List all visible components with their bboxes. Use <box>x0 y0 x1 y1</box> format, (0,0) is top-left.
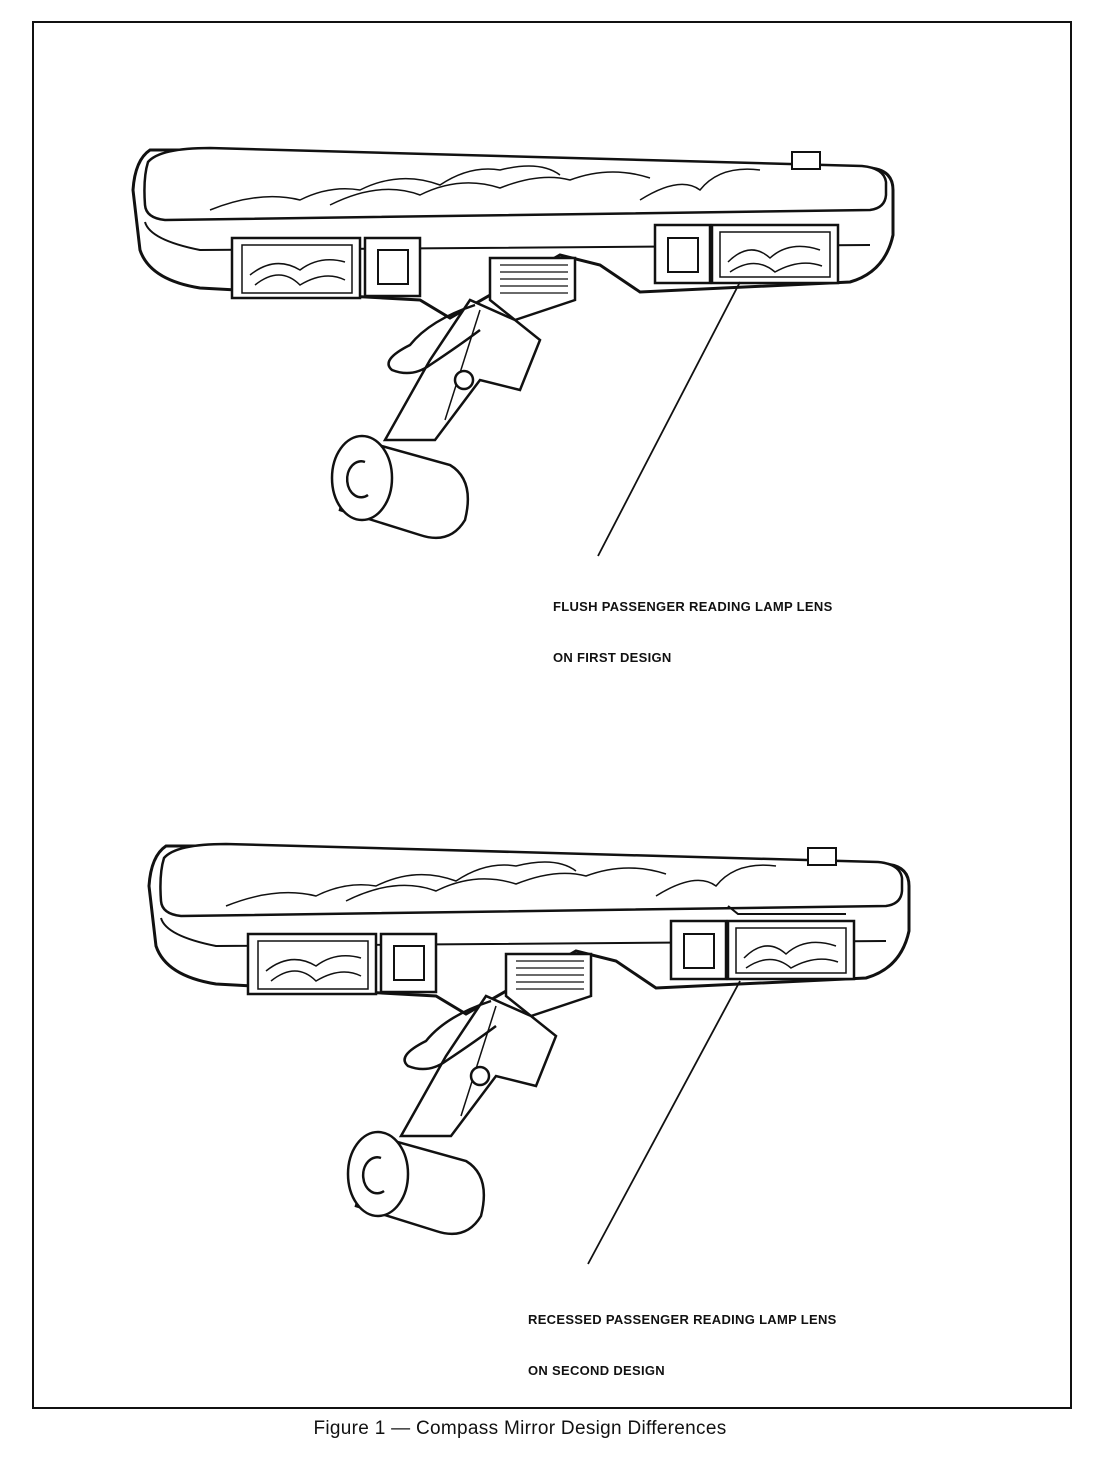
callout-second-design-line2: ON SECOND DESIGN <box>528 1363 665 1378</box>
callout-leader-2 <box>587 980 741 1265</box>
mirror-first-design <box>131 146 895 557</box>
figure-frame <box>32 21 1072 1409</box>
figure-caption: Figure 1 — Compass Mirror Design Differe… <box>313 1418 727 1439</box>
callout-first-design: FLUSH PASSENGER READING LAMP LENS ON FIR… <box>553 564 833 683</box>
callout-second-design-line1: RECESSED PASSENGER READING LAMP LENS <box>528 1312 837 1327</box>
callout-leader-1 <box>597 281 741 557</box>
callout-second-design: RECESSED PASSENGER READING LAMP LENS ON … <box>528 1277 837 1396</box>
callout-first-design-line2: ON FIRST DESIGN <box>553 650 672 665</box>
callout-first-design-line1: FLUSH PASSENGER READING LAMP LENS <box>553 599 833 614</box>
mirror-second-design <box>147 842 911 1265</box>
